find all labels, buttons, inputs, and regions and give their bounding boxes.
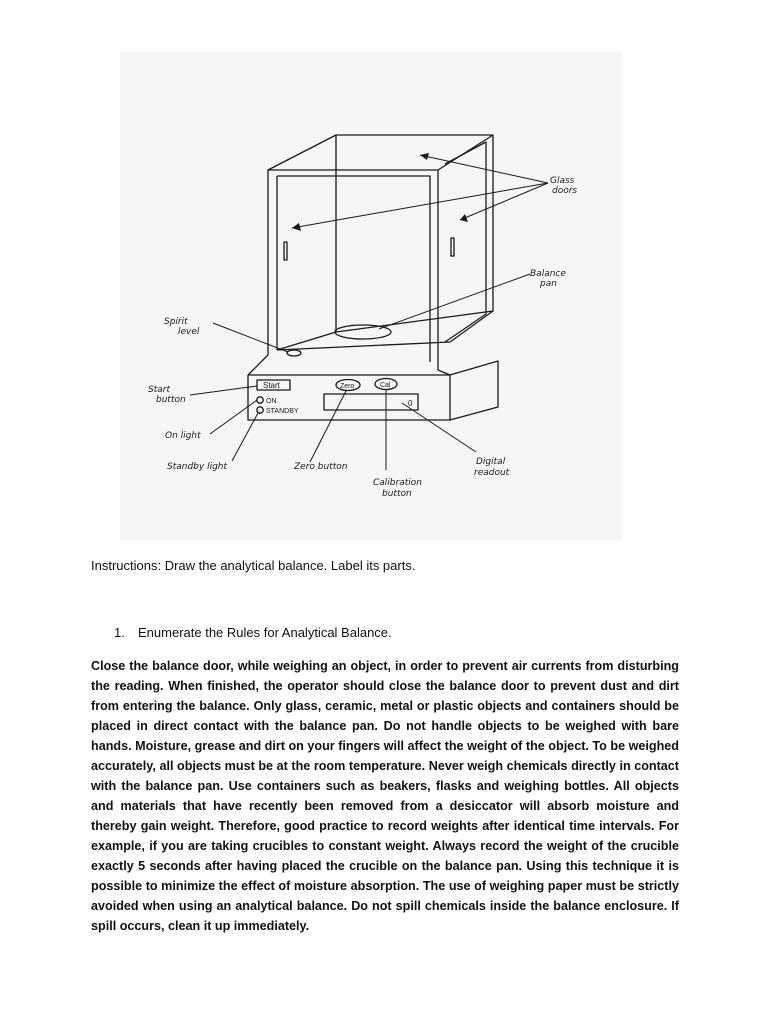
rules-paragraph: Close the balance door, while weighing a… (91, 656, 679, 936)
label-spirit: Spirit (164, 317, 188, 327)
label-readout: readout (474, 468, 510, 478)
glass-enclosure (268, 135, 493, 370)
panel-on-text: ON (266, 398, 277, 405)
label-balance: Balance (530, 269, 566, 279)
enumerate-item: 1.Enumerate the Rules for Analytical Bal… (114, 625, 392, 640)
spirit-level-icon (287, 350, 301, 356)
label-calibration: Calibration (373, 478, 422, 488)
list-number: 1. (114, 625, 138, 640)
instructions-text: Instructions: Draw the analytical balanc… (91, 558, 415, 573)
label-start: Start (148, 385, 170, 395)
balance-sketch: Start ON STANDBY Zero Cal 0 Glass doors … (120, 52, 622, 540)
label-digital: Digital (476, 457, 506, 467)
panel-cal-text: Cal (380, 382, 391, 389)
left-door-handle (284, 242, 287, 260)
label-doors: doors (552, 186, 577, 196)
label-start-button: button (156, 395, 186, 405)
panel-zero-text: Zero (340, 383, 355, 390)
standby-light-icon (257, 407, 263, 413)
label-on-light: On light (165, 431, 201, 441)
label-calibration-button: button (382, 489, 412, 499)
analytical-balance-drawing: Start ON STANDBY Zero Cal 0 Glass doors … (120, 52, 622, 540)
label-level: level (178, 327, 200, 337)
right-door-handle (451, 238, 454, 256)
label-standby-light: Standby light (167, 462, 227, 472)
panel-start-text: Start (263, 381, 281, 390)
balance-pan-icon (335, 325, 391, 339)
panel-readout-text: 0 (408, 399, 413, 408)
label-pan: pan (539, 279, 557, 289)
label-glass: Glass (550, 176, 575, 186)
enumerate-text: Enumerate the Rules for Analytical Balan… (138, 625, 392, 640)
label-zero-button: Zero button (293, 462, 348, 472)
panel-standby-text: STANDBY (266, 408, 299, 415)
on-light-icon (257, 397, 263, 403)
